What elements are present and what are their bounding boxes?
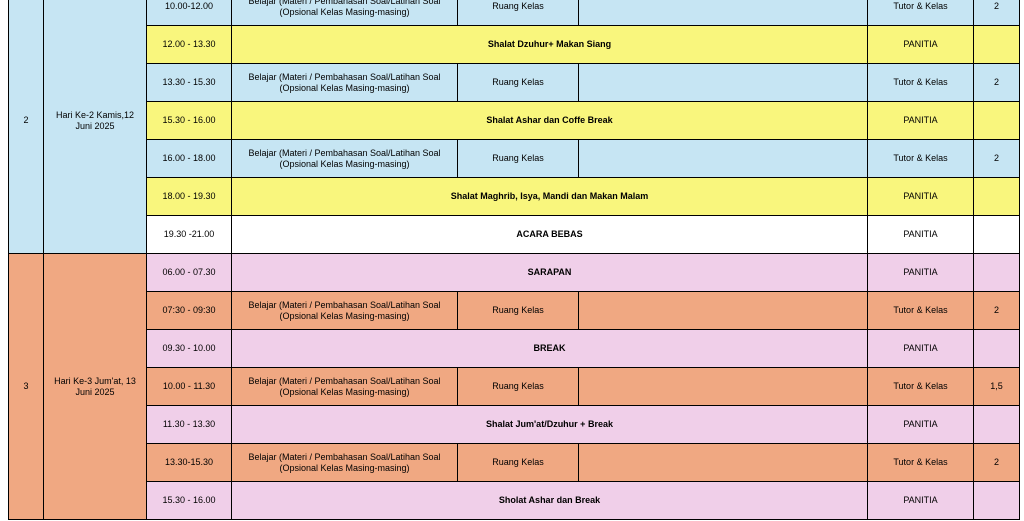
pic-cell: PANITIA <box>867 25 974 64</box>
activity-cell: BREAK <box>231 329 868 368</box>
pic-cell: PANITIA <box>867 253 974 292</box>
time-cell: 13.30 - 15.30 <box>146 63 232 102</box>
pic-cell: PANITIA <box>867 405 974 444</box>
notes-cell <box>578 443 868 482</box>
activity-cell: Shalat Ashar dan Coffe Break <box>231 101 868 140</box>
place-cell: Ruang Kelas <box>457 367 579 406</box>
place-cell: Ruang Kelas <box>457 139 579 178</box>
pic-cell: PANITIA <box>867 481 974 520</box>
jp-cell: 2 <box>973 0 1020 26</box>
pic-cell: Tutor & Kelas <box>867 139 974 178</box>
notes-cell <box>578 291 868 330</box>
place-cell: Ruang Kelas <box>457 63 579 102</box>
notes-cell <box>578 0 868 26</box>
place-cell: Ruang Kelas <box>457 291 579 330</box>
time-cell: 15.30 - 16.00 <box>146 481 232 520</box>
time-cell: 10.00 - 11.30 <box>146 367 232 406</box>
jp-cell <box>973 177 1020 216</box>
activity-cell: Belajar (Materi / Pembahasan Soal/Latiha… <box>231 291 458 330</box>
day-label: Hari Ke-3 Jum'at, 13 Juni 2025 <box>43 253 147 520</box>
time-cell: 07:30 - 09:30 <box>146 291 232 330</box>
day-number: 2 <box>8 0 44 254</box>
activity-cell: Belajar (Materi / Pembahasan Soal/Latiha… <box>231 0 458 26</box>
place-cell: Ruang Kelas <box>457 443 579 482</box>
pic-cell: Tutor & Kelas <box>867 367 974 406</box>
notes-cell <box>578 367 868 406</box>
time-cell: 09.30 - 10.00 <box>146 329 232 368</box>
jp-cell <box>973 101 1020 140</box>
time-cell: 18.00 - 19.30 <box>146 177 232 216</box>
place-cell: Ruang Kelas <box>457 0 579 26</box>
jp-cell <box>973 481 1020 520</box>
jp-cell <box>973 405 1020 444</box>
jp-cell: 2 <box>973 63 1020 102</box>
jp-cell <box>973 25 1020 64</box>
pic-cell: Tutor & Kelas <box>867 443 974 482</box>
pic-cell: PANITIA <box>867 177 974 216</box>
time-cell: 15.30 - 16.00 <box>146 101 232 140</box>
time-cell: 13.30-15.30 <box>146 443 232 482</box>
activity-cell: Shalat Jum'at/Dzuhur + Break <box>231 405 868 444</box>
day-number: 3 <box>8 253 44 520</box>
pic-cell: PANITIA <box>867 101 974 140</box>
jp-cell: 2 <box>973 443 1020 482</box>
jp-cell: 1,5 <box>973 367 1020 406</box>
jp-cell <box>973 215 1020 254</box>
activity-cell: Shalat Maghrib, Isya, Mandi dan Makan Ma… <box>231 177 868 216</box>
pic-cell: PANITIA <box>867 215 974 254</box>
time-cell: 06.00 - 07.30 <box>146 253 232 292</box>
activity-cell: Belajar (Materi / Pembahasan Soal/Latiha… <box>231 367 458 406</box>
activity-cell: Belajar (Materi / Pembahasan Soal/Latiha… <box>231 63 458 102</box>
jp-cell: 2 <box>973 139 1020 178</box>
jp-cell <box>973 253 1020 292</box>
activity-cell: Shalat Dzuhur+ Makan Siang <box>231 25 868 64</box>
jp-cell <box>973 329 1020 368</box>
time-cell: 16.00 - 18.00 <box>146 139 232 178</box>
activity-cell: ACARA BEBAS <box>231 215 868 254</box>
time-cell: 19.30 -21.00 <box>146 215 232 254</box>
pic-cell: Tutor & Kelas <box>867 0 974 26</box>
pic-cell: Tutor & Kelas <box>867 291 974 330</box>
time-cell: 11.30 - 13.30 <box>146 405 232 444</box>
day-label: Hari Ke-2 Kamis,12 Juni 2025 <box>43 0 147 254</box>
activity-cell: SARAPAN <box>231 253 868 292</box>
pic-cell: PANITIA <box>867 329 974 368</box>
jp-cell: 2 <box>973 291 1020 330</box>
time-cell: 10.00-12.00 <box>146 0 232 26</box>
activity-cell: Sholat Ashar dan Break <box>231 481 868 520</box>
pic-cell: Tutor & Kelas <box>867 63 974 102</box>
activity-cell: Belajar (Materi / Pembahasan Soal/Latiha… <box>231 443 458 482</box>
time-cell: 12.00 - 13.30 <box>146 25 232 64</box>
notes-cell <box>578 63 868 102</box>
activity-cell: Belajar (Materi / Pembahasan Soal/Latiha… <box>231 139 458 178</box>
notes-cell <box>578 139 868 178</box>
